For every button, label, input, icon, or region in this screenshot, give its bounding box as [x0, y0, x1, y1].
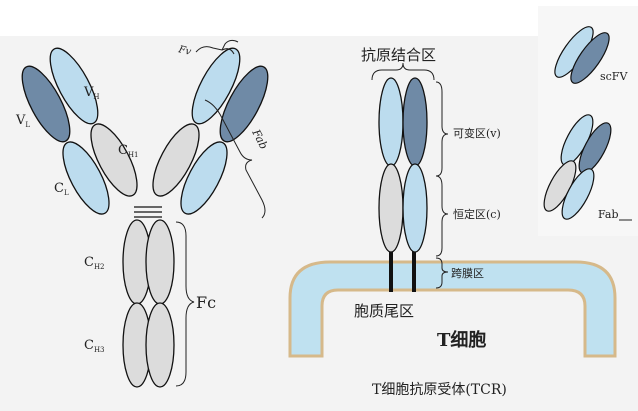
ch3-domain-right [146, 303, 174, 387]
constant-region-label: 恒定区(c) [453, 207, 501, 221]
antigen-binding-label: 抗原结合区 [361, 46, 436, 64]
tcr-alpha-constant [379, 164, 403, 252]
fab-inset-label: Fab [598, 208, 619, 221]
ch2-domain-right [146, 220, 174, 304]
fc-label: Fc [196, 293, 216, 312]
transmembrane-label: 跨膜区 [451, 267, 484, 280]
tcr-beta-variable [403, 78, 427, 166]
variable-region-label: 可变区(v) [453, 126, 501, 140]
scfv-label: scFV [600, 70, 628, 83]
tcr-alpha-variable [379, 78, 403, 166]
tcr-caption: T细胞抗原受体(TCR) [372, 382, 507, 398]
tcr-beta-constant [403, 164, 427, 252]
t-cell-label: T细胞 [437, 329, 486, 351]
cytoplasmic-tail-label: 胞质尾区 [354, 302, 414, 320]
